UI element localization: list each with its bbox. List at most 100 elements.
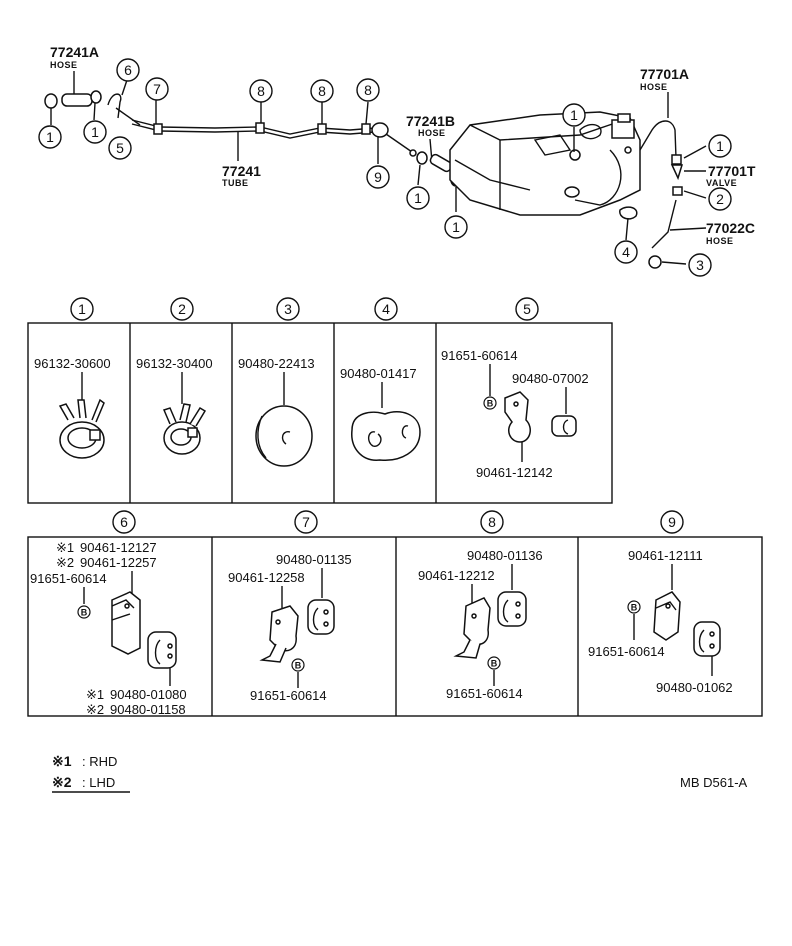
clamp-bracket-icon (111, 591, 141, 655)
hose-b-number: 77241B (406, 113, 455, 129)
panel-6-mark-0: ※1 (56, 540, 74, 555)
diagram-code: MB D561-A (680, 775, 748, 790)
panel-5-part-2: 90461-12142 (476, 465, 553, 480)
callout-1: 1 (562, 103, 586, 127)
panel-7-part-2: 91651-60614 (250, 688, 327, 703)
callout-number: 4 (382, 301, 390, 317)
grommet-double-icon (351, 411, 421, 461)
bolt-icon: B (483, 396, 497, 410)
callout-number: 4 (622, 244, 630, 260)
legend-mark-1: ※2 (52, 774, 72, 790)
bolt-label: B (487, 399, 494, 409)
callout-number: 1 (91, 124, 99, 140)
panel-6-mark-1: ※2 (56, 555, 74, 570)
hose-a-caption: HOSE (50, 60, 78, 70)
callout-number: 8 (318, 83, 326, 99)
hose-d-number: 77022C (706, 220, 755, 236)
grommet-icon (255, 405, 313, 467)
callout-1: 1 (708, 134, 732, 158)
panel-5-part-1: 90480-07002 (512, 371, 589, 386)
panel-9-part-1: 91651-60614 (588, 644, 665, 659)
callout-8: 8 (480, 510, 504, 534)
callout-1: 1 (83, 120, 107, 144)
bolt-label: B (81, 608, 88, 618)
panel-6-part-4: 90480-01158 (110, 702, 186, 717)
clamp-icon (44, 93, 58, 109)
callout-number: 1 (570, 107, 578, 123)
callout-5: 5 (515, 297, 539, 321)
callout-number: 1 (452, 219, 460, 235)
bolt-icon: B (77, 605, 91, 619)
callout-number: 9 (668, 514, 676, 530)
panel-3-part-0: 90480-22413 (238, 356, 315, 371)
panel-7: 90480-01135 90461-12258 91651-60614 (228, 552, 352, 703)
panel-6-part-1: 90461-12257 (80, 555, 157, 570)
callout-number: 5 (523, 301, 531, 317)
clamp-bracket-icon (259, 605, 299, 663)
panel-8-part-2: 91651-60614 (446, 686, 523, 701)
panel-7-part-0: 90480-01135 (276, 552, 352, 567)
legend-mark-0: ※1 (52, 753, 72, 769)
panel-8-part-0: 90480-01136 (467, 548, 543, 563)
panel-row-2-callouts: 6 7 8 9 (112, 510, 684, 534)
panel-4-part-0: 90480-01417 (340, 366, 417, 381)
hose-d-caption: HOSE (706, 236, 734, 246)
clamp-bracket-icon (653, 591, 681, 641)
callout-number: 8 (257, 83, 265, 99)
clamp-bracket-icon (453, 597, 491, 659)
tube-caption: TUBE (222, 178, 249, 188)
legend: ※1 : RHD ※2 : LHD (52, 753, 130, 793)
panel-5: 91651-60614 90480-07002 90461-12142 (441, 348, 589, 480)
callout-number: 1 (46, 129, 54, 145)
callout-3: 3 (276, 297, 300, 321)
panel-6-part-2: 91651-60614 (30, 571, 107, 586)
callout-9: 9 (366, 165, 390, 189)
callout-number: 3 (284, 301, 292, 317)
panel-1: 96132-30600 (34, 356, 111, 459)
hose-d-icon (651, 199, 677, 249)
callout-number: 7 (153, 81, 161, 97)
panel-6: ※1 90461-12127 ※2 90461-12257 91651-6061… (30, 540, 187, 717)
callout-number: 8 (488, 514, 496, 530)
callout-4: 4 (614, 240, 638, 264)
callout-number: 1 (78, 301, 86, 317)
callout-3: 3 (688, 253, 712, 277)
callout-8: 8 (249, 79, 273, 103)
fuel-tank-icon (449, 111, 641, 216)
panel-6-part-3: 90480-01080 (110, 687, 187, 702)
clamp-bracket-icon (504, 391, 531, 443)
panel-5-part-0: 91651-60614 (441, 348, 518, 363)
cushion-icon (307, 599, 335, 635)
callout-number: 7 (302, 514, 310, 530)
callout-1: 1 (38, 125, 62, 149)
panel-7-part-1: 90461-12258 (228, 570, 305, 585)
callout-7: 7 (145, 77, 169, 101)
hose-c-number: 77701A (640, 66, 689, 82)
cushion-icon (693, 621, 721, 657)
panel-8: 90480-01136 90461-12212 91651-60614 (418, 548, 543, 701)
panel-9-part-2: 90480-01062 (656, 680, 733, 695)
bolt-label: B (491, 659, 498, 669)
bolt-label: B (295, 661, 302, 671)
valve-caption: VALVE (706, 178, 737, 188)
legend-text-0: : RHD (82, 754, 117, 769)
callout-4: 4 (374, 297, 398, 321)
panel-1-part-0: 96132-30600 (34, 356, 111, 371)
hose-clamp-icon (58, 398, 105, 459)
panel-row-2 (27, 536, 763, 717)
tube-line (131, 119, 376, 135)
callout-number: 2 (716, 191, 724, 207)
callout-1: 1 (406, 186, 430, 210)
callout-5: 5 (108, 136, 132, 160)
callout-number: 1 (716, 138, 724, 154)
valve-number: 77701T (708, 163, 756, 179)
hose-a-icon (61, 93, 93, 107)
callout-6: 6 (112, 510, 136, 534)
panel-6-part-0: 90461-12127 (80, 540, 157, 555)
callout-number: 3 (696, 257, 704, 273)
cushion-icon (551, 415, 577, 437)
bolt-label: B (631, 603, 638, 613)
hose-c-icon (639, 120, 677, 159)
